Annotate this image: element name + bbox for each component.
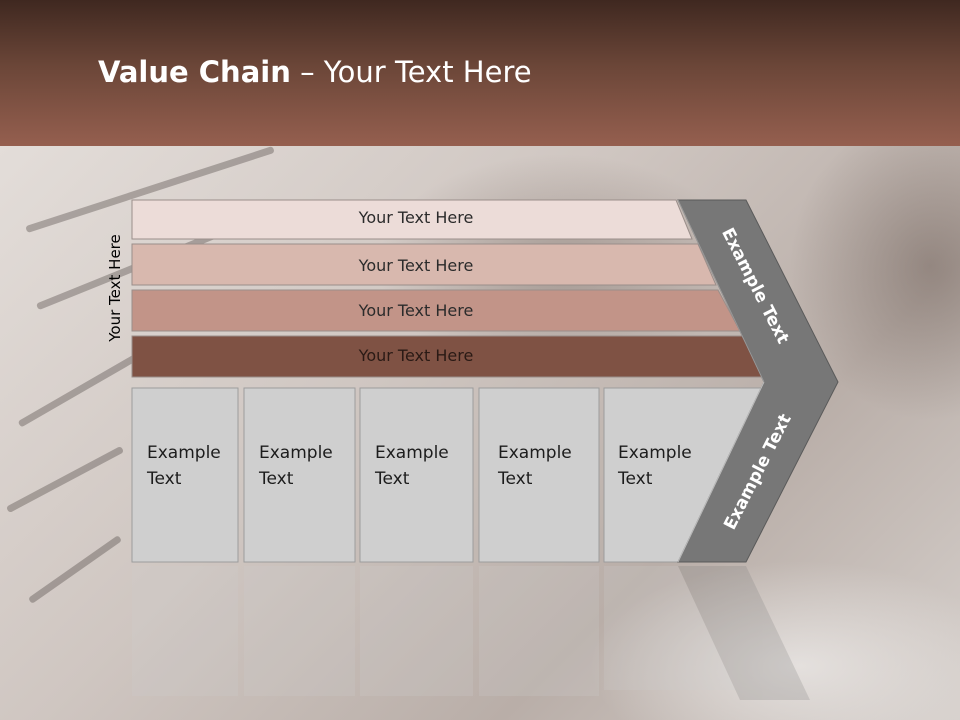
diagram-reflection — [132, 566, 810, 700]
bar-1-label: Your Text Here — [358, 208, 474, 227]
bar-2-label: Your Text Here — [358, 256, 474, 275]
vertical-axis-label: Your Text Here — [106, 234, 124, 342]
bar-2 — [131, 243, 717, 286]
column-4 — [478, 387, 600, 563]
title-rest: – Your Text Here — [290, 55, 532, 89]
title-banner — [0, 0, 960, 146]
column-1 — [131, 387, 239, 563]
chevron-edge — [677, 381, 765, 563]
chevron-edge — [677, 199, 765, 383]
page-title: Value Chain – Your Text Here — [98, 55, 532, 89]
bar-3-label: Your Text Here — [358, 301, 474, 320]
bar-4-label: Your Text Here — [358, 346, 474, 365]
bar-1 — [131, 199, 693, 240]
column-2 — [243, 387, 356, 563]
column-3 — [359, 387, 474, 563]
title-bold: Value Chain — [98, 55, 291, 89]
